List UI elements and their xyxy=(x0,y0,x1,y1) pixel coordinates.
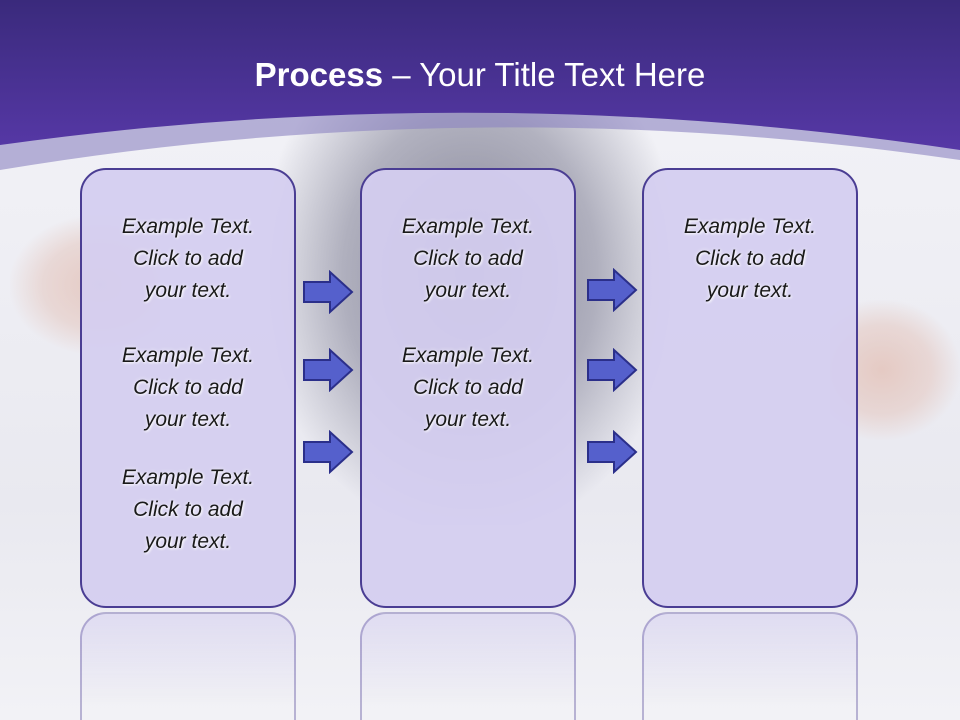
process-box-1[interactable] xyxy=(80,168,296,608)
right-arrow-icon xyxy=(303,430,354,474)
text-block[interactable]: Example Text. Click to add your text. xyxy=(360,340,576,436)
box-reflection xyxy=(642,612,858,720)
text-line: your text. xyxy=(144,408,232,431)
text-line: Example Text. xyxy=(121,344,255,367)
text-line: Click to add xyxy=(133,376,243,399)
text-block[interactable]: Example Text. Click to add your text. xyxy=(80,462,296,558)
text-block[interactable]: Example Text. Click to add your text. xyxy=(360,211,576,307)
text-line: Click to add xyxy=(133,498,243,521)
text-line: Click to add xyxy=(413,376,523,399)
right-arrow-icon xyxy=(303,270,354,314)
text-line: Click to add xyxy=(695,247,805,270)
right-arrow-icon xyxy=(587,430,638,474)
box-reflection xyxy=(80,612,296,720)
title-bold: Process xyxy=(254,56,384,93)
text-block[interactable]: Example Text. Click to add your text. xyxy=(80,340,296,436)
right-arrow-icon xyxy=(587,268,638,312)
text-block[interactable]: Example Text. Click to add your text. xyxy=(80,211,296,307)
title-rest: – Your Title Text Here xyxy=(383,56,706,93)
text-line: your text. xyxy=(144,279,232,302)
text-line: Example Text. xyxy=(121,466,255,489)
text-line: Example Text. xyxy=(683,215,817,238)
header-band xyxy=(0,0,960,170)
text-line: your text. xyxy=(144,530,232,553)
text-line: Click to add xyxy=(413,247,523,270)
slide-title[interactable]: Process – Your Title Text Here xyxy=(0,52,960,98)
process-box-2[interactable] xyxy=(360,168,576,608)
right-arrow-icon xyxy=(303,348,354,392)
text-line: Example Text. xyxy=(121,215,255,238)
text-block[interactable]: Example Text. Click to add your text. xyxy=(642,211,858,307)
text-line: your text. xyxy=(424,279,512,302)
text-line: Example Text. xyxy=(401,344,535,367)
right-arrow-icon xyxy=(587,348,638,392)
text-line: Click to add xyxy=(133,247,243,270)
text-line: your text. xyxy=(706,279,794,302)
text-line: Example Text. xyxy=(401,215,535,238)
box-reflection xyxy=(360,612,576,720)
text-line: your text. xyxy=(424,408,512,431)
process-box-3[interactable] xyxy=(642,168,858,608)
